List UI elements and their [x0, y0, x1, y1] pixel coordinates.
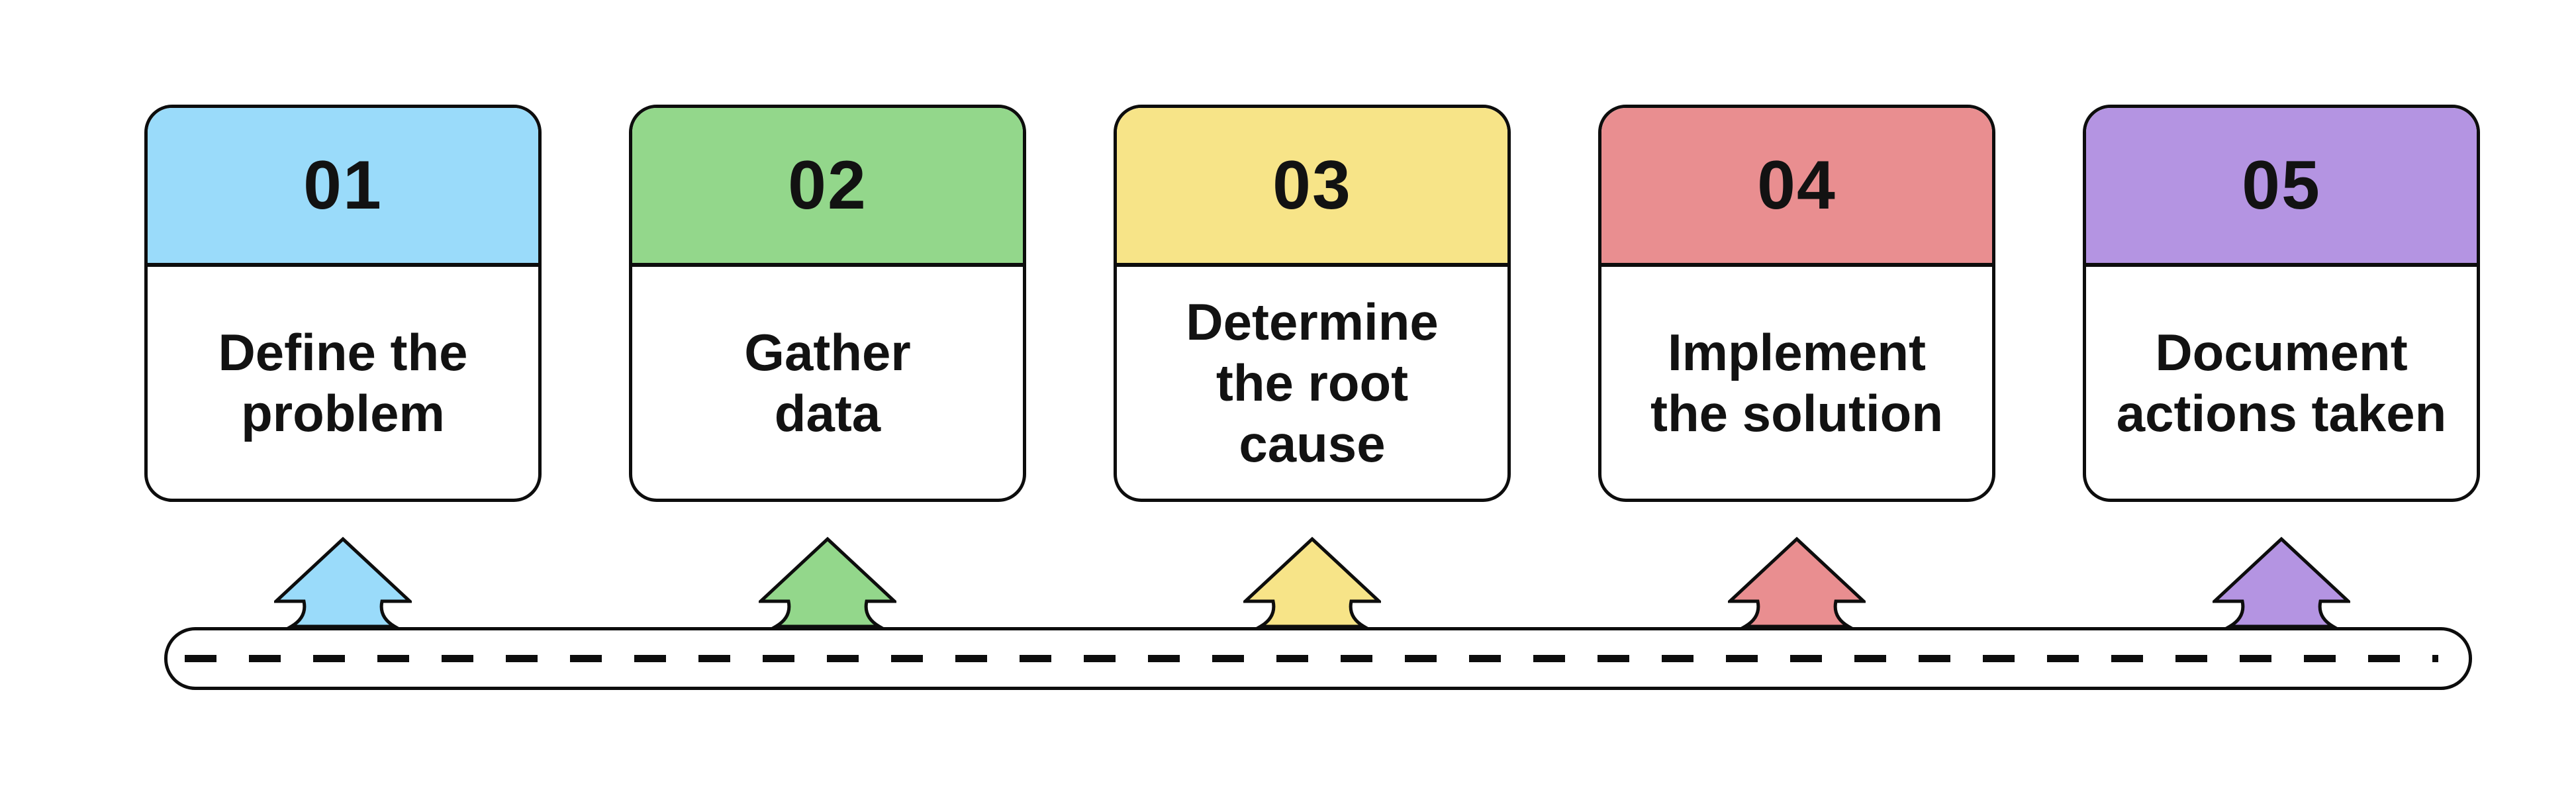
step-card-3: 03 Determine the root cause — [1114, 105, 1511, 502]
step-5-header: 05 — [2086, 108, 2477, 267]
up-arrow-icon — [1243, 536, 1381, 628]
step-5-label: Document actions taken — [2086, 267, 2477, 499]
up-arrow-shape — [2213, 536, 2350, 628]
up-arrow-shape — [1243, 536, 1381, 628]
step-3-header: 03 — [1117, 108, 1507, 267]
step-3-label: Determine the root cause — [1117, 267, 1507, 499]
road-track — [164, 627, 2472, 690]
step-1-number: 01 — [303, 146, 383, 224]
step-card-4: 04 Implement the solution — [1598, 105, 1995, 502]
step-5-label-line: actions taken — [2116, 384, 2447, 442]
up-arrow-icon — [2213, 536, 2350, 628]
step-card-1: 01 Define the problem — [144, 105, 542, 502]
arrow-slot-1 — [144, 536, 542, 629]
up-arrow-shape — [274, 536, 412, 628]
step-card-2: 02 Gather data — [629, 105, 1026, 502]
arrow-slot-3 — [1114, 536, 1511, 629]
step-3-label-line: the root — [1216, 354, 1409, 412]
dashed-center-line — [185, 655, 2438, 662]
step-4-header: 04 — [1601, 108, 1992, 267]
step-4-number: 04 — [1757, 146, 1837, 224]
step-1-header: 01 — [148, 108, 538, 267]
step-1-label: Define the problem — [148, 267, 538, 499]
up-arrow-shape — [1728, 536, 1866, 628]
arrow-slot-5 — [2083, 536, 2480, 629]
step-2-label: Gather data — [632, 267, 1023, 499]
step-cards-row: 01 Define the problem 02 Gather data 03 … — [144, 105, 2480, 502]
step-3-label-line: Determine — [1186, 293, 1439, 351]
step-2-number: 02 — [788, 146, 867, 224]
up-arrow-icon — [1728, 536, 1866, 628]
step-4-label-line: the solution — [1650, 384, 1943, 442]
step-5-number: 05 — [2242, 146, 2321, 224]
step-3-number: 03 — [1272, 146, 1352, 224]
step-2-header: 02 — [632, 108, 1023, 267]
arrow-slot-2 — [629, 536, 1026, 629]
arrows-row — [144, 536, 2480, 629]
step-2-label-line: Gather — [744, 323, 911, 381]
up-arrow-icon — [274, 536, 412, 628]
step-2-label-line: data — [774, 384, 881, 442]
step-card-5: 05 Document actions taken — [2083, 105, 2480, 502]
up-arrow-icon — [759, 536, 896, 628]
arrow-slot-4 — [1598, 536, 1995, 629]
step-4-label: Implement the solution — [1601, 267, 1992, 499]
step-1-label-line: Define the — [218, 323, 468, 381]
step-1-label-line: problem — [241, 384, 445, 442]
up-arrow-shape — [759, 536, 896, 628]
step-3-label-line: cause — [1239, 415, 1386, 473]
step-5-label-line: Document — [2155, 323, 2408, 381]
step-4-label-line: Implement — [1667, 323, 1927, 381]
